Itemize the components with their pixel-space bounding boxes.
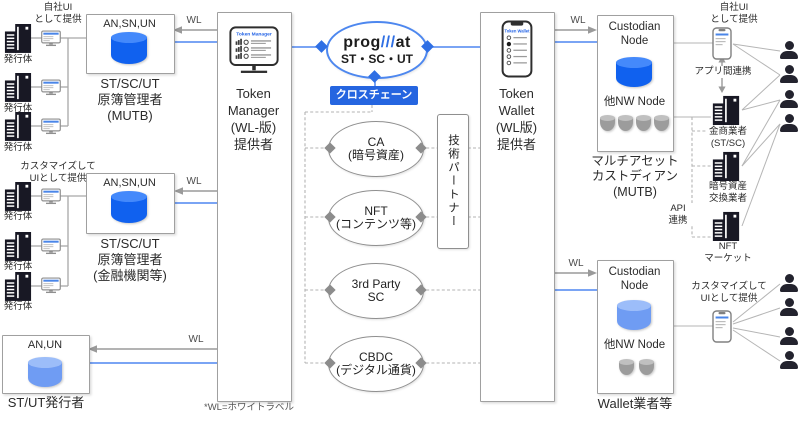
user-person-icon [780, 41, 798, 59]
database-icon [28, 357, 62, 387]
terminal-monitor-icon [41, 118, 61, 135]
business-label: 暗号資産 交換業者 [708, 181, 747, 204]
issuer-building-icon [4, 181, 32, 211]
wl-footnote: *WL=ホワイトラベル [204, 402, 294, 413]
brand-slashes: /// [380, 34, 396, 51]
registry-box-title: AN,SN,UN [103, 18, 156, 30]
wl-label: WL [568, 258, 584, 269]
terminal-monitor-icon [41, 188, 61, 205]
issuer-building-icon [4, 111, 32, 141]
node-db-icon [639, 359, 654, 375]
issuer-building-icon [4, 231, 32, 261]
app-phone-icon [712, 27, 732, 60]
node-db-icon [600, 115, 615, 131]
business-building-icon [711, 95, 741, 125]
user-person-icon [780, 114, 798, 132]
issuer-label: 発行体 [3, 261, 33, 272]
customized-ui-provide-label-right: カスタマイズして UIとして提供 [691, 281, 767, 304]
user-person-icon [780, 65, 798, 83]
user-person-icon [780, 90, 798, 108]
issuer-building-icon [4, 271, 32, 301]
token-manager-icon-title: Token Manager [236, 32, 272, 38]
terminal-monitor-icon [41, 277, 61, 294]
token-manager-monitor-icon: Token Manager [229, 26, 279, 73]
wl-label: WL [186, 176, 202, 187]
wl-label: WL [188, 334, 204, 345]
asset-oval-3rdparty-sc: 3rd Party SC [328, 263, 424, 319]
tech-partner-box: 技術パートナー [437, 114, 469, 249]
terminal-monitor-icon [41, 30, 61, 47]
st-ut-issuer-caption: ST/UT発行者 [7, 395, 85, 410]
multi-asset-custodian-caption: マルチアセット カストディアン (MUTB) [591, 154, 679, 199]
wl-label: WL [186, 15, 202, 26]
database-icon [111, 191, 147, 223]
app-phone-icon [712, 310, 732, 343]
terminal-monitor-icon [41, 238, 61, 255]
business-building-icon [711, 211, 741, 241]
progmat-brand: prog///at [343, 35, 411, 51]
app-link-label: アプリ間連携 [692, 66, 754, 78]
brand-pre: prog [343, 34, 381, 51]
cross-chain-badge: クロスチェーン [330, 86, 418, 105]
database-icon [617, 300, 651, 330]
database-icon [616, 57, 652, 87]
node-db-icon [654, 115, 669, 131]
own-ui-provide-label-right: 自社UI として提供 [710, 2, 758, 25]
wallet-provider-caption: Wallet業者等 [597, 396, 673, 411]
registry-box-title: AN,SN,UN [103, 177, 156, 189]
issuer-label: 発行体 [3, 211, 33, 222]
brand-post: at [395, 34, 411, 51]
customized-ui-provide-label: カスタマイズして UIとして提供 [20, 161, 96, 184]
registry-caption-financial: ST/SC/UT 原簿管理者 (金融機関等) [93, 236, 167, 283]
other-nw-node-label: 他NW Node [603, 339, 666, 351]
token-wallet-label: Token Wallet (WL版) 提供者 [495, 86, 538, 152]
api-link-label: API 連携 [662, 203, 694, 227]
issuer-building-icon [4, 23, 32, 53]
token-wallet-phone-icon: Token Wallet [501, 20, 533, 78]
node-db-icon [619, 359, 634, 375]
business-label: NFT マーケット [704, 241, 752, 264]
asset-oval-cbdc: CBDC (デジタル通貨) [328, 336, 424, 392]
token-manager-label: Token Manager (WL-版) 提供者 [227, 86, 280, 152]
progmat-sub: ST・SC・UT [340, 52, 413, 66]
issuer-label: 発行体 [3, 301, 33, 312]
registry-caption-mutb: ST/SC/UT 原簿管理者 (MUTB) [97, 76, 163, 123]
issuer-label: 発行体 [3, 142, 33, 153]
own-ui-provide-label-top: 自社UI として提供 [34, 2, 82, 25]
user-person-icon [780, 274, 798, 292]
database-icon [111, 32, 147, 64]
issuer-label: 発行体 [3, 103, 33, 114]
other-nw-node-label: 他NW Node [603, 96, 666, 108]
user-person-icon [780, 351, 798, 369]
node-db-icon [618, 115, 633, 131]
user-person-icon [780, 327, 798, 345]
business-building-icon [711, 151, 741, 181]
token-wallet-icon-title: Token Wallet [505, 28, 531, 33]
custodian-node-title: Custodian Node [608, 266, 661, 293]
issuer-building-icon [4, 72, 32, 102]
issuer-box-title: AN,UN [27, 339, 63, 351]
wl-label: WL [570, 15, 586, 26]
issuer-label: 発行体 [3, 54, 33, 65]
asset-oval-nft: NFT (コンテンツ等) [328, 190, 424, 246]
asset-oval-ca: CA (暗号資産) [328, 121, 424, 177]
progmat-logo-ellipse: prog///at ST・SC・UT [326, 21, 428, 79]
token-manager-box [217, 12, 292, 402]
node-db-icon [636, 115, 651, 131]
custodian-node-title: Custodian Node [608, 21, 661, 48]
terminal-monitor-icon [41, 79, 61, 96]
business-label: 金商業者 (ST/SC) [708, 126, 747, 149]
user-person-icon [780, 298, 798, 316]
